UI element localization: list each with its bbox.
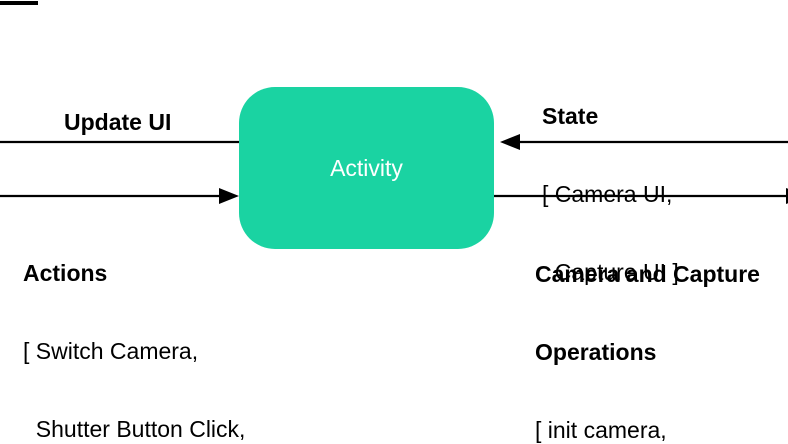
state-block: State [ Camera UI, Capture UI ] (542, 51, 679, 337)
activity-node-label: Activity (330, 154, 403, 181)
activity-node: Activity (239, 87, 494, 249)
actions-block: Actions [ Switch Camera, Shutter Button … (23, 208, 302, 444)
update-ui-label: Update UI (64, 109, 172, 135)
actions-list-line: [ Switch Camera, (23, 338, 199, 364)
state-title: State (542, 103, 599, 129)
actions-list-line: Shutter Button Click, (23, 416, 246, 442)
camera-capture-operations-block: Camera and Capture Operations [ init cam… (535, 209, 760, 444)
ops-list-line: [ init camera, (535, 417, 667, 443)
state-list-line: [ Camera UI, (542, 181, 673, 207)
ops-title-line: Camera and Capture (535, 261, 760, 287)
actions-title: Actions (23, 260, 108, 286)
actions-arrowhead-icon (219, 188, 239, 204)
state-arrowhead-icon (500, 134, 520, 150)
cropped-line-fragment (0, 1, 38, 5)
ops-title-line: Operations (535, 339, 657, 365)
state-list-line: Capture UI ] (542, 259, 679, 285)
